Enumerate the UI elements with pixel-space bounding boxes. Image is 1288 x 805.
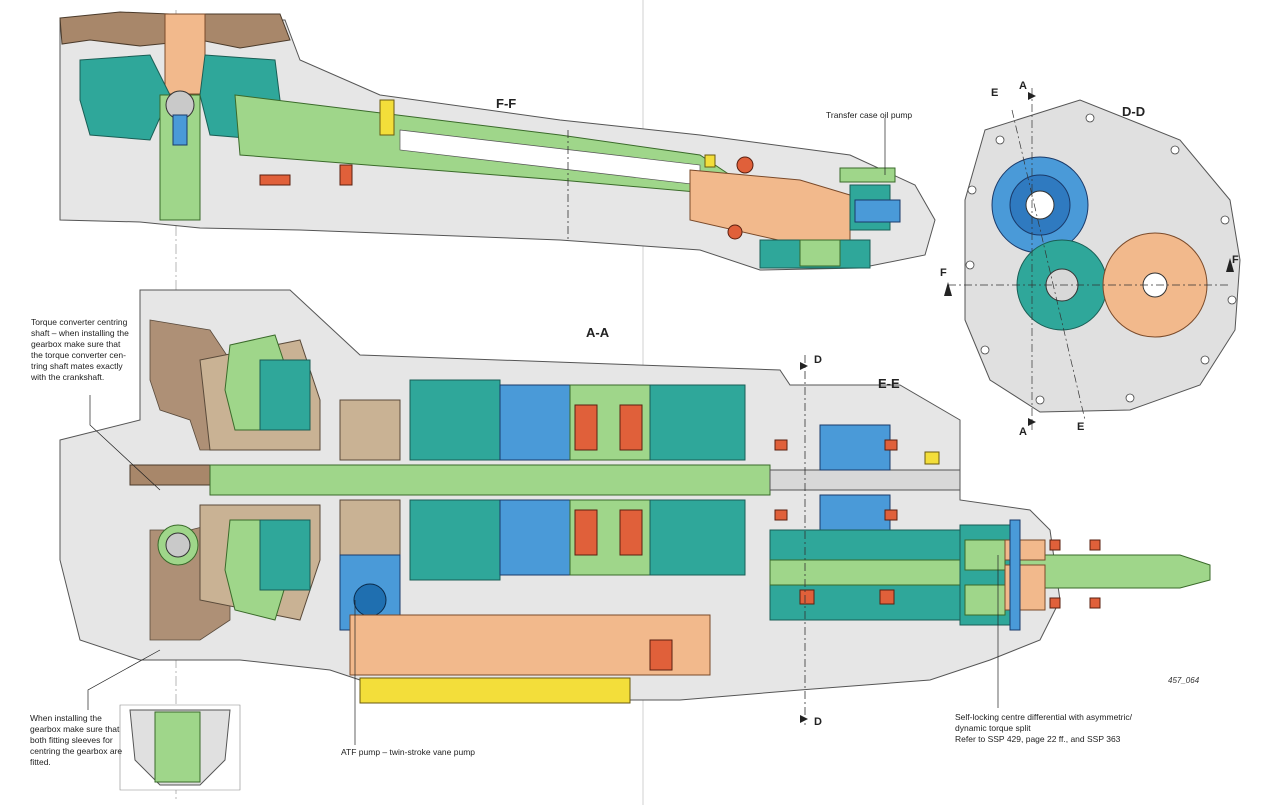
callout-line: tring shaft mates exactly bbox=[31, 361, 123, 371]
callout-torque-converter: Torque converter centring shaft – when i… bbox=[31, 317, 141, 383]
sleeve-inset-drawing bbox=[119, 704, 241, 791]
callout-fitting-sleeves: When installing the gearbox make sure th… bbox=[30, 713, 135, 768]
callout-line: Torque converter centring bbox=[31, 317, 128, 327]
marker-d-top: D bbox=[814, 354, 822, 366]
section-aa-drawing bbox=[59, 289, 1211, 704]
section-dd-drawing bbox=[948, 88, 1241, 430]
callout-line: both fitting sleeves for bbox=[30, 735, 113, 745]
marker-f-right: F bbox=[1232, 254, 1239, 266]
callout-atf-pump: ATF pump – twin-stroke vane pump bbox=[341, 747, 476, 757]
marker-d-bottom: D bbox=[814, 716, 822, 728]
callout-line: the torque converter cen- bbox=[31, 350, 126, 360]
callout-line: Self-locking centre differential with as… bbox=[955, 712, 1132, 722]
section-title-ee: E-E bbox=[878, 376, 900, 391]
callout-line: Refer to SSP 429, page 22 ff., and SSP 3… bbox=[955, 734, 1121, 744]
section-ff-drawing bbox=[59, 11, 936, 271]
section-title-aa: A-A bbox=[586, 325, 610, 340]
callout-centre-differential: Self-locking centre differential with as… bbox=[955, 712, 1155, 745]
leader-lines bbox=[87, 118, 999, 745]
callout-transfer-case-oil-pump: Transfer case oil pump bbox=[826, 110, 913, 120]
figure-reference: 457_064 bbox=[1168, 676, 1200, 685]
marker-a-bottom: A bbox=[1019, 426, 1027, 438]
marker-e-bottom: E bbox=[1077, 421, 1085, 433]
callout-line: gearbox make sure that bbox=[30, 724, 120, 734]
callout-line: shaft – when installing the bbox=[31, 328, 129, 338]
callout-line: centring the gearbox are bbox=[30, 746, 123, 756]
callout-line: gearbox make sure that bbox=[31, 339, 121, 349]
callout-line: When installing the bbox=[30, 713, 102, 723]
section-title-ff: F-F bbox=[496, 96, 517, 111]
callout-line: dynamic torque split bbox=[955, 723, 1031, 733]
section-arrows bbox=[800, 92, 1234, 723]
marker-f-left: F bbox=[940, 267, 947, 279]
marker-a-top: A bbox=[1019, 80, 1027, 92]
callout-line: with the crankshaft. bbox=[31, 372, 105, 382]
marker-e-top: E bbox=[991, 87, 999, 99]
section-title-dd: D-D bbox=[1122, 104, 1146, 119]
callout-line: fitted. bbox=[30, 757, 51, 767]
